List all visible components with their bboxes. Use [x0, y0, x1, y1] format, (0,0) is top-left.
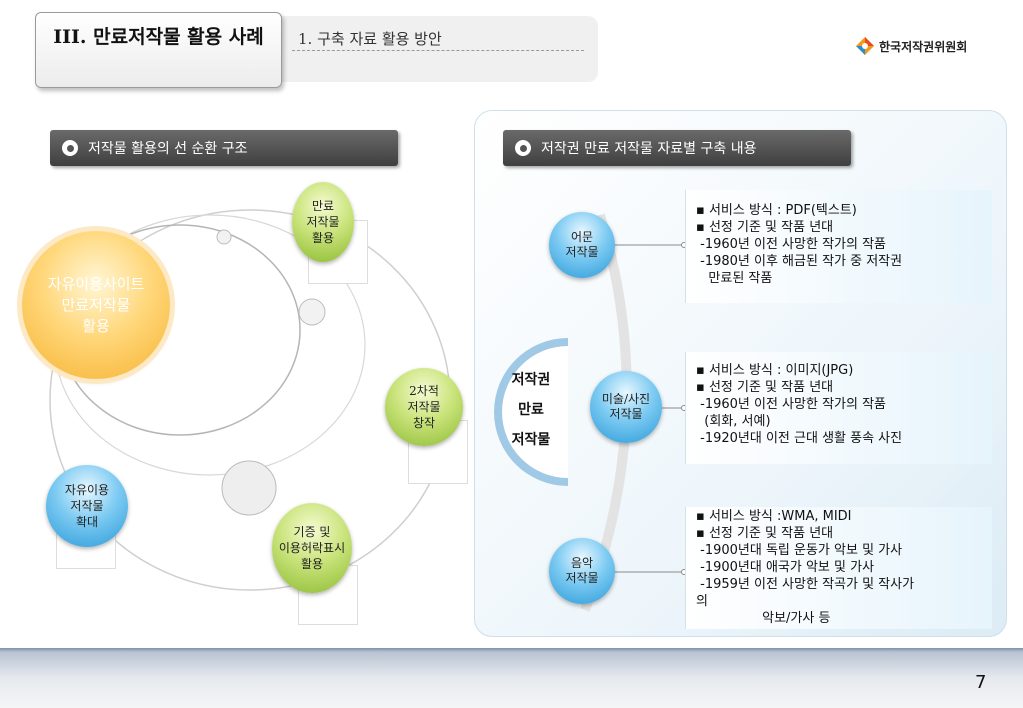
orbit-dot-small [216, 229, 232, 245]
cycle-diagram [49, 209, 451, 591]
bullet-icon [62, 140, 78, 156]
logo: 한국저작권위원회 [855, 36, 967, 56]
main-node-free-use-site: 자유이용사이트 만료저작물 활용 [22, 231, 170, 379]
orbit-dot-medium [298, 298, 326, 326]
section-title: III. 만료저작물 활용 사례 [35, 12, 282, 88]
bullet-icon [515, 140, 531, 156]
info-box-art-photo: ▪ 서비스 방식 : 이미지(JPG) ▪ 선정 기준 및 작품 년대 -196… [685, 352, 992, 464]
orbit-dot-large [221, 460, 277, 516]
category-art-photo-works: 미술/사진 저작물 [590, 371, 662, 443]
page-number: 7 [975, 672, 987, 693]
info-box-music: ▪ 서비스 방식 :WMA, MIDI ▪ 선정 기준 및 작품 년대 -190… [685, 507, 992, 629]
center-node-label: 저작권 만료 저작물 [511, 372, 551, 448]
category-music-works: 음악 저작물 [549, 538, 615, 604]
node-derivative-works: 2차적 저작물 창작 [385, 368, 463, 446]
info-box-literary: ▪ 서비스 방식 : PDF(텍스트) ▪ 선정 기준 및 작품 년대 -196… [685, 190, 992, 303]
logo-text: 한국저작권위원회 [879, 39, 968, 54]
node-free-works-expansion: 자유이용 저작물 확대 [46, 465, 128, 547]
category-literary-works: 어문 저작물 [549, 212, 615, 278]
center-node-shape [494, 338, 568, 486]
footer-band [0, 648, 1023, 708]
left-section-heading: 저작물 활용의 선 순환 구조 [50, 130, 398, 166]
node-donation-license: 기증 및 이용허락표시 활용 [272, 503, 352, 593]
subtitle: 1. 구축 자료 활용 방안 [298, 30, 442, 48]
right-section-heading: 저작권 만료 저작물 자료별 구축 내용 [503, 130, 851, 166]
logo-mark-icon [856, 37, 874, 55]
subtitle-underline [292, 50, 584, 51]
subtitle-box [282, 16, 598, 82]
node-expired-works: 만료 저작물 활용 [292, 182, 354, 262]
